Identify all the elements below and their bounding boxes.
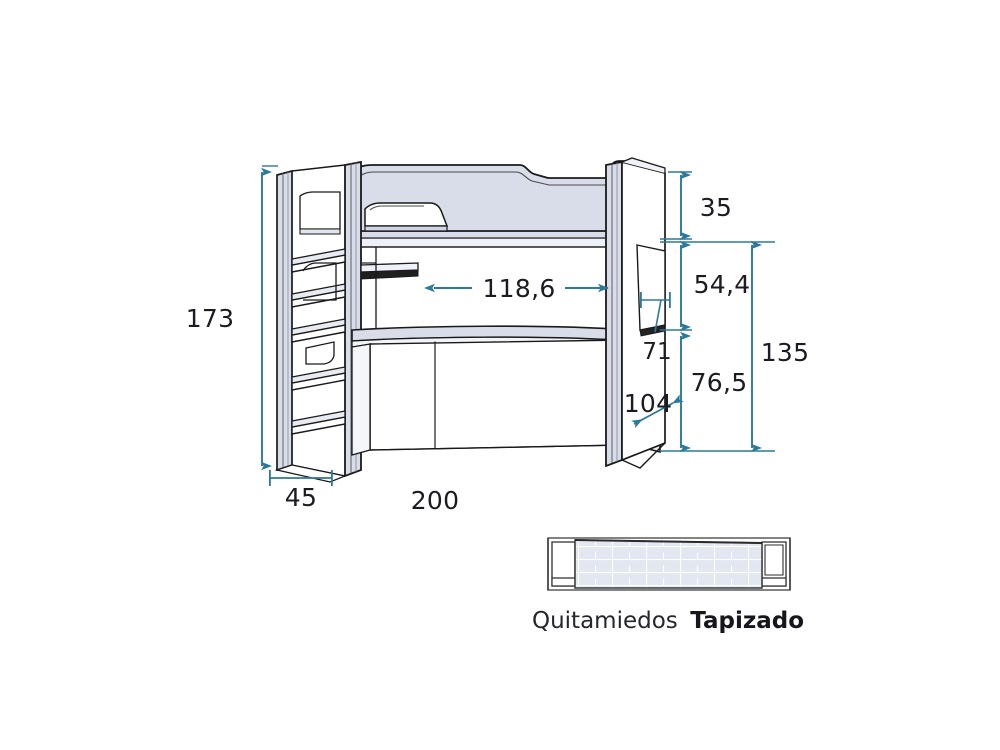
detail-caption-regular: Quitamiedos [532, 608, 678, 634]
ladder-rung [291, 283, 346, 308]
dimension-label-45: 45 [285, 483, 317, 512]
ladder-rung [291, 410, 346, 435]
dimension-label-118-6: 118,6 [482, 274, 555, 303]
dimension-shelf-depth [640, 292, 671, 333]
dimension-label-71: 71 [642, 339, 671, 365]
upper-bunk-platform [351, 230, 634, 248]
upper-wall-shelf [360, 262, 419, 280]
dimension-label-76-5: 76,5 [691, 368, 748, 397]
dimension-panel-thickness [631, 394, 684, 429]
dimension-label-104: 104 [624, 389, 673, 418]
dimension-labels: 173 45 200 118,6 35 54,4 71 76,5 104 135 [186, 193, 810, 515]
dimension-label-173: 173 [186, 304, 235, 333]
dimension-annotations [261, 165, 775, 486]
dimension-rail-height [660, 170, 692, 241]
front-right-post [605, 160, 623, 468]
ladder-rung [291, 318, 346, 343]
detail-caption: Quitamiedos Tapizado [532, 608, 804, 634]
under-desk-panel [351, 339, 626, 456]
dimension-label-54-4: 54,4 [694, 270, 751, 299]
dimension-label-200: 200 [411, 486, 460, 515]
loft-bed-elevation-group [274, 157, 666, 483]
ladder-rung [291, 366, 346, 391]
dimension-height-total [261, 165, 278, 471]
ladder-assembly [276, 164, 346, 477]
right-side-panel-front [621, 157, 666, 469]
quitamiedos-detail-group: Quitamiedos Tapizado [532, 537, 804, 634]
dimension-label-135: 135 [761, 338, 810, 367]
detail-caption-bold: Tapizado [690, 608, 804, 634]
ladder-rung [291, 248, 346, 273]
safety-rail-quitamiedos [357, 160, 627, 232]
left-foot [274, 464, 348, 483]
dimension-label-35: 35 [700, 193, 732, 222]
